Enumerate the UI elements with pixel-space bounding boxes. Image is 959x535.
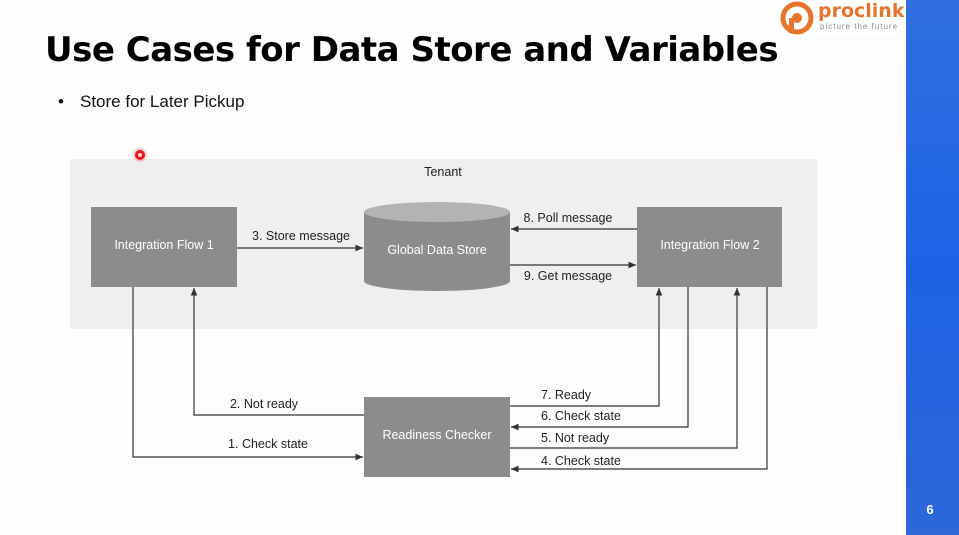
right-accent-bar xyxy=(906,0,959,535)
proclink-logo: proclink picture the future xyxy=(780,0,906,36)
edge-check-state-6-label: 6. Check state xyxy=(541,409,621,423)
edge-not-ready-2-label: 2. Not ready xyxy=(230,397,299,411)
logo-tagline: picture the future xyxy=(820,22,899,31)
tenant-label: Tenant xyxy=(424,165,462,179)
integration-flow-1-node: Integration Flow 1 xyxy=(91,207,237,287)
proclink-logo-icon xyxy=(780,1,814,35)
slide-area: Use Cases for Data Store and Variables •… xyxy=(45,0,906,477)
edge-not-ready-5 xyxy=(510,288,741,449)
logo-name: proclink xyxy=(818,0,905,22)
edge-check-state-1 xyxy=(132,287,363,461)
slide-title: Use Cases for Data Store and Variables xyxy=(45,30,779,70)
readiness-checker-node: Readiness Checker xyxy=(364,397,510,477)
page-number: 6 xyxy=(926,502,934,517)
edge-check-state-4 xyxy=(510,287,768,473)
bullet-dot: • xyxy=(58,92,64,111)
bullet-item: • Store for Later Pickup xyxy=(58,92,244,112)
edge-check-state-1-label: 1. Check state xyxy=(228,437,308,451)
edge-get-message-label: 9. Get message xyxy=(524,269,612,283)
integration-flow-2-label: Integration Flow 2 xyxy=(660,238,759,252)
edge-ready-7-label: 7. Ready xyxy=(541,388,592,402)
edge-ready-7 xyxy=(510,288,663,407)
edge-store-message-label: 3. Store message xyxy=(252,229,350,243)
integration-flow-1-label: Integration Flow 1 xyxy=(114,238,213,252)
edge-not-ready-2 xyxy=(190,288,364,416)
edge-not-ready-5-label: 5. Not ready xyxy=(541,431,610,445)
edge-poll-message-label: 8. Poll message xyxy=(524,211,613,225)
global-data-store-node: Global Data Store xyxy=(364,202,510,291)
bullet-text: Store for Later Pickup xyxy=(80,92,245,111)
laser-pointer-icon xyxy=(135,150,145,160)
edge-check-state-6 xyxy=(510,287,689,431)
integration-flow-2-node: Integration Flow 2 xyxy=(637,207,782,287)
use-case-diagram: Tenant Integration Flow 1 Global Data St… xyxy=(70,159,817,477)
edge-check-state-4-label: 4. Check state xyxy=(541,454,621,468)
global-data-store-label: Global Data Store xyxy=(387,243,486,257)
readiness-checker-label: Readiness Checker xyxy=(382,428,491,442)
